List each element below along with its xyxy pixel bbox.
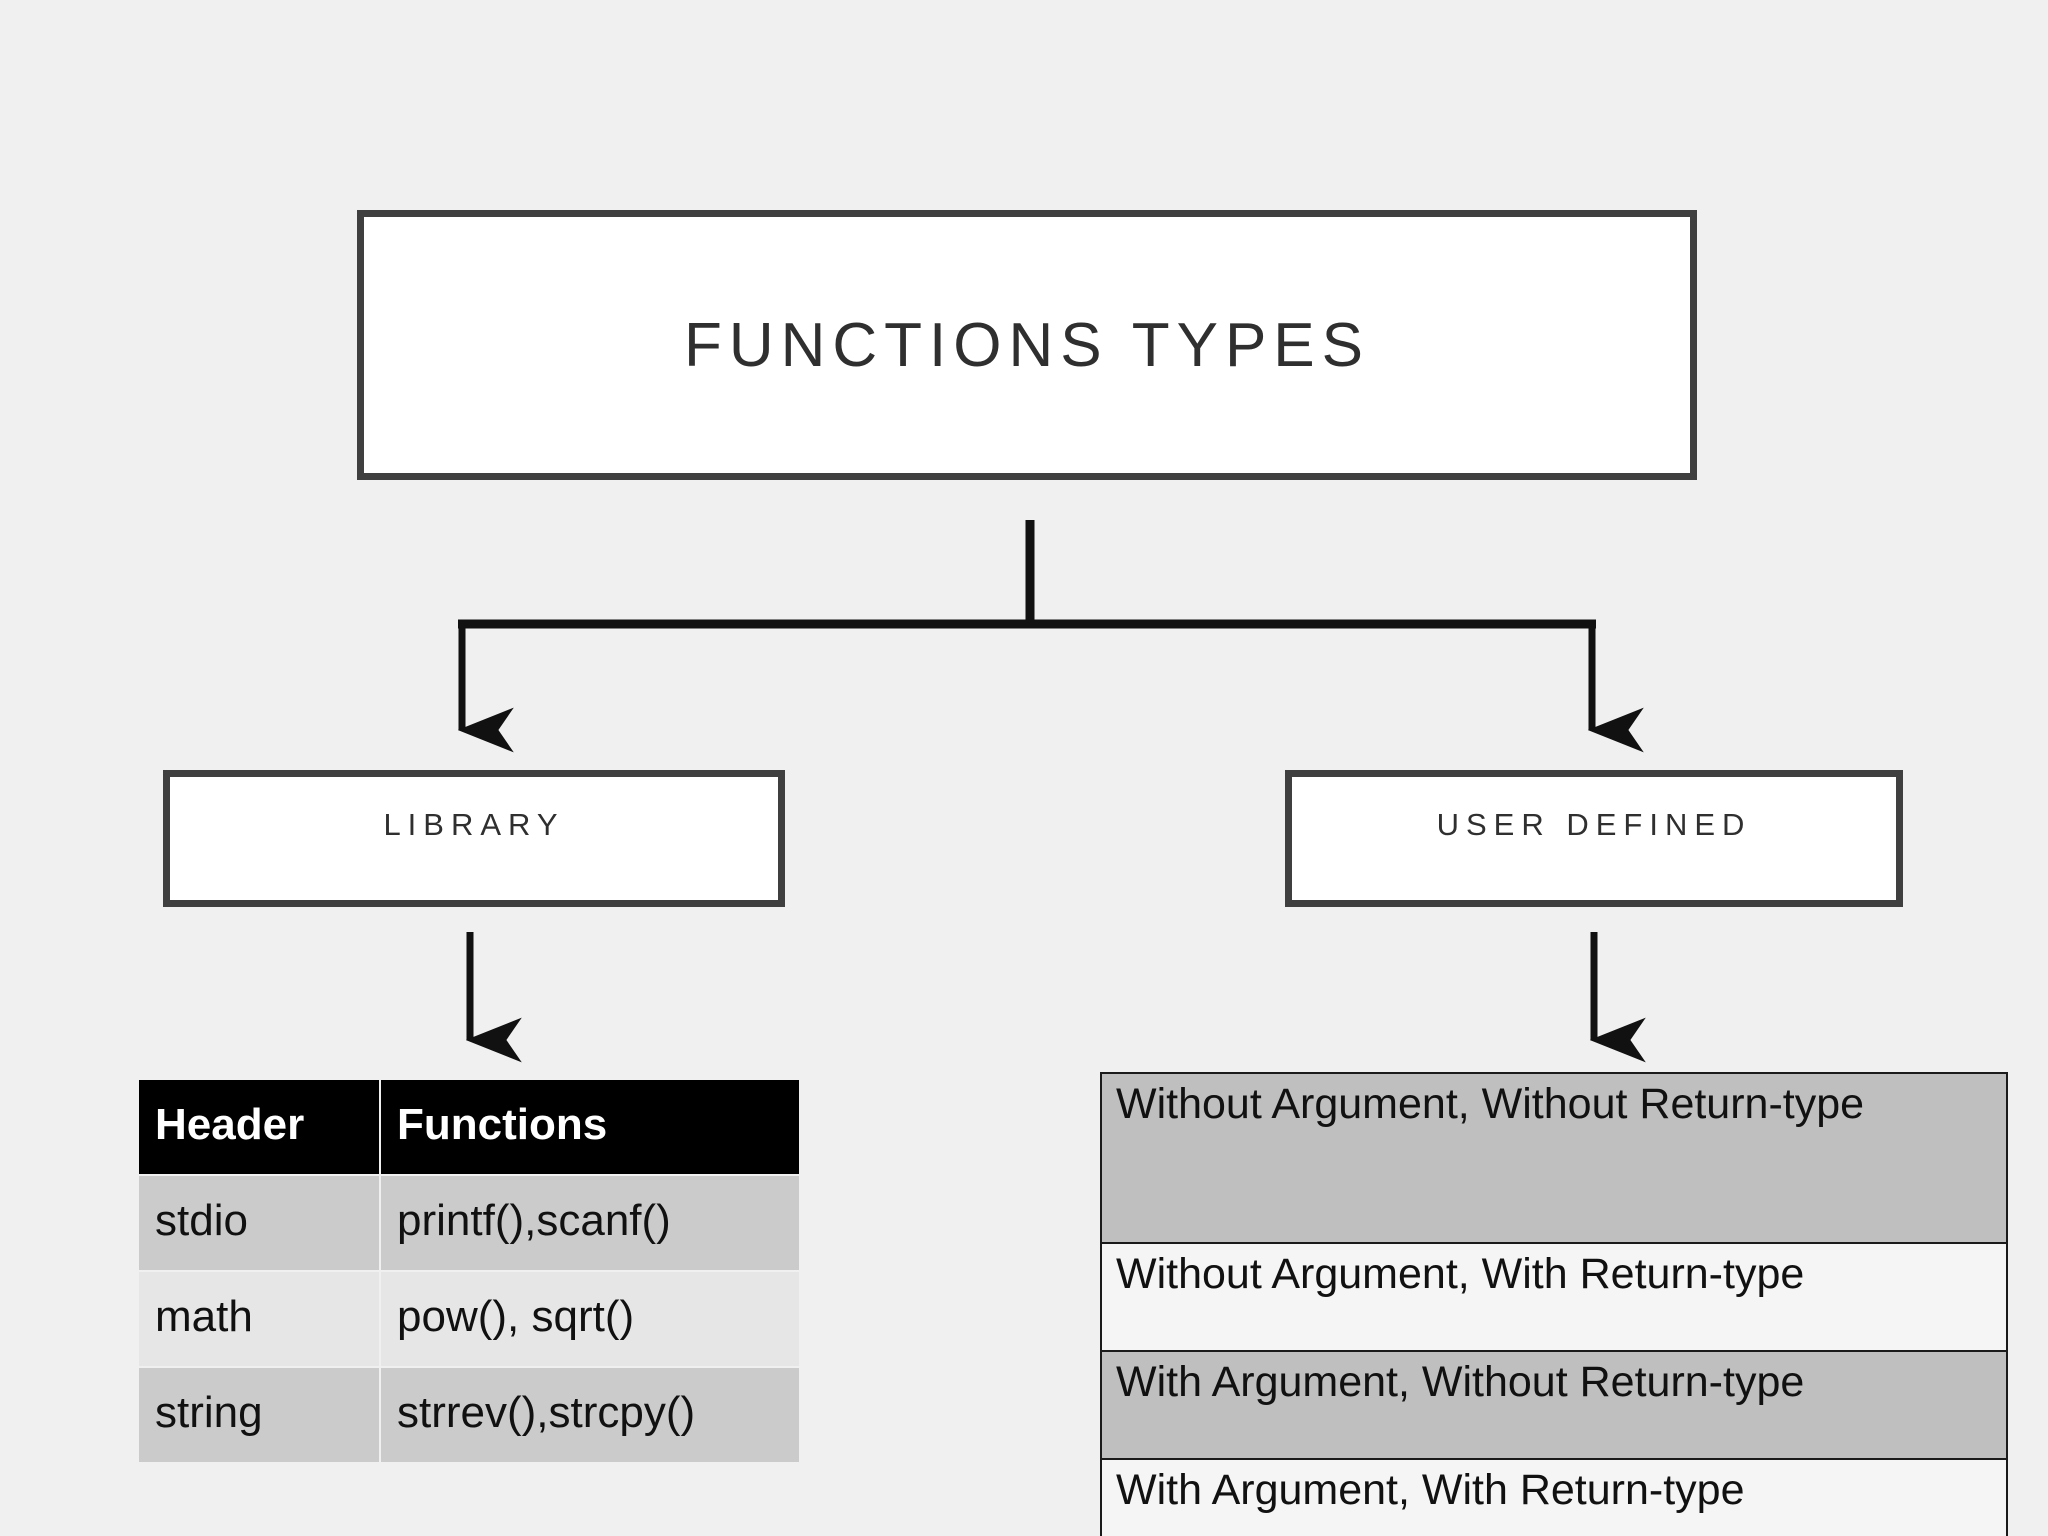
cell-functions: strrev(),strcpy()	[379, 1366, 801, 1464]
user-defined-types-table: Without Argument, Without Return-type Wi…	[1100, 1072, 2008, 1536]
cell-header: stdio	[137, 1174, 381, 1272]
library-functions-table: Header Functions stdio printf(),scanf() …	[137, 1078, 801, 1464]
column-header-functions: Functions	[379, 1078, 801, 1176]
cell-header: string	[137, 1366, 381, 1464]
table-row: math pow(), sqrt()	[137, 1270, 801, 1368]
cell-user-defined-type: Without Argument, Without Return-type	[1101, 1073, 2007, 1244]
column-header-header: Header	[137, 1078, 381, 1176]
table-row: With Argument, With Return-type	[1101, 1459, 2007, 1536]
branch-node-user-defined[interactable]: USER DEFINED	[1285, 770, 1903, 907]
root-node-label: FUNCTIONS TYPES	[683, 310, 1371, 380]
table-row: Without Argument, With Return-type	[1101, 1243, 2007, 1352]
table-row: stdio printf(),scanf()	[137, 1174, 801, 1272]
table-row: Without Argument, Without Return-type	[1101, 1073, 2007, 1244]
cell-user-defined-type: With Argument, Without Return-type	[1101, 1351, 2007, 1460]
table-row: string strrev(),strcpy()	[137, 1366, 801, 1464]
cell-functions: pow(), sqrt()	[379, 1270, 801, 1368]
table-row: With Argument, Without Return-type	[1101, 1351, 2007, 1460]
cell-functions: printf(),scanf()	[379, 1174, 801, 1272]
root-node-functions-types[interactable]: FUNCTIONS TYPES	[357, 210, 1697, 480]
branch-node-library[interactable]: LIBRARY	[163, 770, 785, 907]
branch-node-library-label: LIBRARY	[383, 806, 565, 842]
table-header-row: Header Functions	[137, 1078, 801, 1176]
cell-user-defined-type: With Argument, With Return-type	[1101, 1459, 2007, 1536]
branch-node-user-defined-label: USER DEFINED	[1436, 806, 1752, 842]
cell-user-defined-type: Without Argument, With Return-type	[1101, 1243, 2007, 1352]
cell-header: math	[137, 1270, 381, 1368]
